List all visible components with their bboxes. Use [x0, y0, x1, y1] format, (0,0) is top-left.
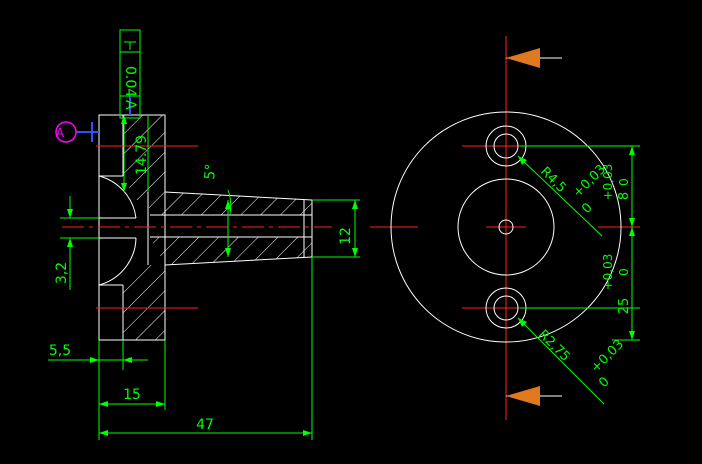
section-view: 0.04 A A 14.79 5° 12 3,2 5,5 15 47 [48, 29, 360, 440]
dim-25-tol-upper: +0,03 [601, 254, 615, 291]
flatness-datum-label: A [122, 100, 138, 110]
dim-25-tol-lower: 0 [617, 268, 631, 276]
datum-a-symbol [55, 96, 131, 143]
dim-3-2-label: 3,2 [54, 262, 70, 284]
dim-5-5-label: 5,5 [49, 343, 71, 359]
flatness-tolerance-label: 0.04 [122, 66, 138, 97]
top-hole-tol-lower: 0 [579, 200, 595, 216]
front-dimensions [517, 145, 640, 405]
top-section-arrow [506, 48, 540, 68]
bottom-hole-tol-lower: 0 [596, 374, 612, 390]
section-dimensions [48, 29, 360, 440]
dim-8-tol-upper: +0,03 [601, 164, 615, 201]
center-hole-circle [498, 219, 514, 235]
flange-outer-circle [390, 111, 622, 343]
dim-14-79-label: 14.79 [134, 135, 150, 175]
bottom-section-arrow [506, 386, 540, 406]
bottom-hole-radius-label: R2,75 [535, 327, 572, 364]
bottom-hole-tol-upper: +0,03 [588, 337, 627, 376]
datum-a-label: A [56, 126, 65, 140]
dim-47-label: 47 [196, 417, 214, 433]
top-hole-radius-label: R4,5 [537, 164, 569, 196]
dim-15-label: 15 [123, 387, 141, 403]
dim-8-tol-lower: 0 [617, 178, 631, 186]
dim-12-label: 12 [338, 227, 354, 245]
front-labels: R4,5 +0,03 0 R2,75 +0,03 0 8 +0,03 0 25 … [535, 162, 632, 391]
section-centerlines [62, 145, 332, 309]
taper-angle-label: 5° [202, 163, 219, 180]
front-arrowheads [518, 146, 635, 340]
front-view: R4,5 +0,03 0 R2,75 +0,03 0 8 +0,03 0 25 … [370, 36, 640, 420]
dim-8-label: 8 [617, 192, 632, 200]
section-labels: 0.04 A A 14.79 5° 12 3,2 5,5 15 47 [49, 66, 354, 433]
section-arrowheads [67, 115, 358, 436]
bottom-hole-inner [493, 295, 519, 321]
bore-circle [457, 178, 555, 276]
section-arrows [506, 48, 540, 406]
dim-25-label: 25 [617, 298, 632, 315]
hatching [123, 115, 312, 340]
top-hole-inner [493, 133, 519, 159]
